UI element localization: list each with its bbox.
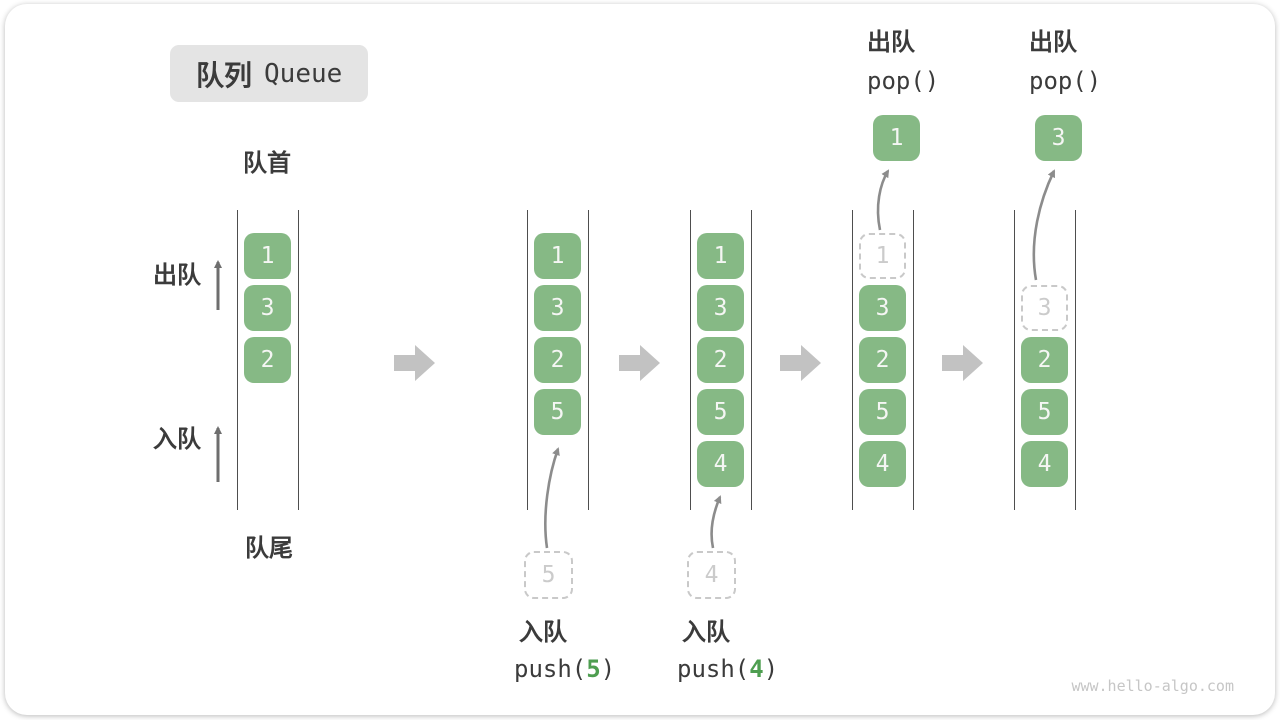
queue-cell-2: 2 — [534, 337, 581, 383]
ghost-cell-3: 3 — [1021, 285, 1068, 331]
queue-cell-3: 3 — [534, 285, 581, 331]
watermark: www.hello-algo.com — [1071, 677, 1234, 695]
label-enqueue-side: 入队 — [153, 426, 201, 453]
push-code-arg: 4 — [749, 655, 764, 683]
queue-cell-4: 4 — [859, 441, 906, 487]
queue-cell-2: 2 — [244, 337, 291, 383]
queue-cell-4: 4 — [1021, 441, 1068, 487]
queue-cell-2: 2 — [859, 337, 906, 383]
label-dequeue-side: 出队 — [153, 262, 201, 289]
title-zh: 队列 — [196, 59, 253, 91]
pop-operation-label: 出队 — [1029, 29, 1077, 56]
pop-code-label: pop() — [1029, 67, 1102, 95]
queue-cell-5: 5 — [697, 389, 744, 435]
incoming-value-box-4: 4 — [687, 551, 736, 599]
push-code-arg: 5 — [586, 655, 601, 683]
queue-state-3 — [690, 210, 752, 510]
popped-value-box-1: 1 — [873, 115, 920, 161]
pop-code-label: pop() — [867, 67, 940, 95]
push-operation-label: 入队 — [519, 619, 567, 646]
queue-cell-1: 1 — [697, 233, 744, 279]
push-code-label: push(5) — [514, 655, 616, 683]
popped-value-box-3: 3 — [1035, 115, 1082, 161]
ghost-cell-1: 1 — [859, 233, 906, 279]
queue-cell-3: 3 — [244, 285, 291, 331]
queue-cell-3: 3 — [859, 285, 906, 331]
title-en: Queue — [264, 58, 343, 89]
title-box: 队列 Queue — [170, 45, 369, 102]
queue-cell-2: 2 — [697, 337, 744, 383]
queue-state-1 — [237, 210, 299, 510]
pop-operation-label: 出队 — [867, 29, 915, 56]
queue-cell-1: 1 — [244, 233, 291, 279]
queue-cell-5: 5 — [1021, 389, 1068, 435]
incoming-value-box-5: 5 — [524, 551, 573, 599]
queue-cell-4: 4 — [697, 441, 744, 487]
push-operation-label: 入队 — [682, 619, 730, 646]
queue-state-5 — [1014, 210, 1076, 510]
push-code-label: push(4) — [677, 655, 779, 683]
queue-state-4 — [852, 210, 914, 510]
queue-cell-5: 5 — [859, 389, 906, 435]
queue-cell-3: 3 — [697, 285, 744, 331]
queue-cell-1: 1 — [534, 233, 581, 279]
label-queue-front: 队首 — [243, 150, 291, 177]
queue-cell-2: 2 — [1021, 337, 1068, 383]
queue-state-2 — [527, 210, 589, 510]
diagram-card — [5, 4, 1275, 715]
queue-cell-5: 5 — [534, 389, 581, 435]
label-queue-rear: 队尾 — [245, 535, 293, 562]
